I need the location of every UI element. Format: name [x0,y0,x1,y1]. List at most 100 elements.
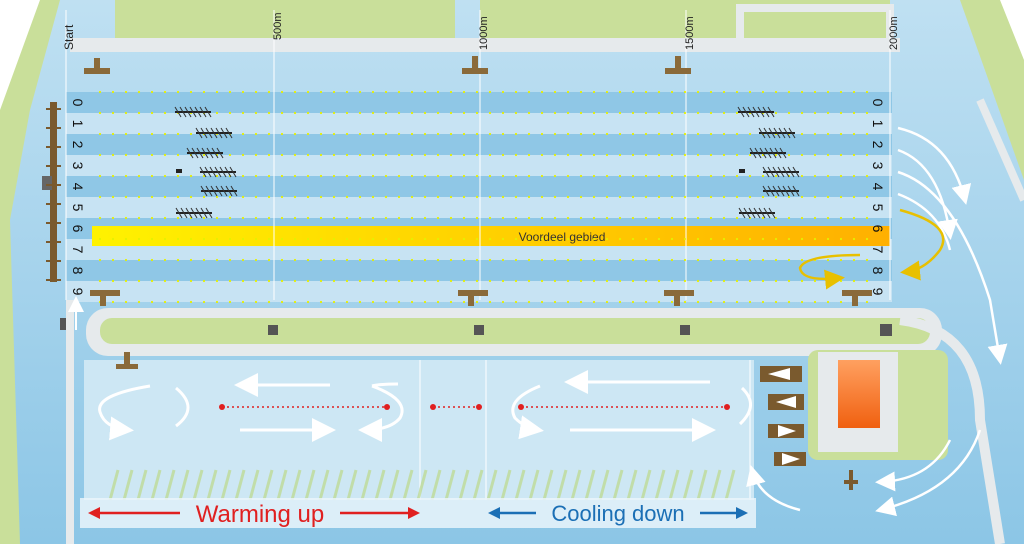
middle-island [100,318,930,344]
buoy [579,279,583,283]
reed [332,469,344,501]
buoy [371,216,375,220]
buoy [280,111,284,115]
buoy [618,132,622,136]
buoy [566,174,570,178]
buoy [514,300,518,304]
buoy [774,195,778,199]
buoy [488,216,492,220]
buoy [111,279,115,283]
buoy [826,237,830,241]
buoy [345,279,349,283]
lane-number-start: 7 [70,246,86,254]
buoy [124,237,128,241]
buoy [332,132,336,136]
buoy [488,153,492,157]
buoy [670,195,674,199]
buoy [514,258,518,262]
buoy [98,216,102,220]
buoy [397,153,401,157]
buoy [345,111,349,115]
buoy [462,300,466,304]
buoy [748,300,752,304]
buoy [98,111,102,115]
buoy [761,300,765,304]
buoy [813,216,817,220]
buoy [189,279,193,283]
buoy [696,111,700,115]
buoy [449,111,453,115]
buoy [371,237,375,241]
lane-number-start: 1 [70,120,86,128]
reed [360,469,372,501]
buoy [644,258,648,262]
buoy [501,300,505,304]
reed [472,469,484,501]
buoy [644,195,648,199]
buoy [709,195,713,199]
buoy [98,279,102,283]
buoy [579,216,583,220]
buoy [592,195,596,199]
buoy [176,195,180,199]
buoy [124,132,128,136]
buoy [527,279,531,283]
warmup-label: Warming up [196,501,324,528]
buoy [605,279,609,283]
buoy [735,195,739,199]
buoy [514,237,518,241]
buoy [696,90,700,94]
buoy [150,195,154,199]
buoy [553,279,557,283]
buoy [618,153,622,157]
buoy [735,132,739,136]
reed [402,469,414,501]
buoy [436,132,440,136]
buoy [319,237,323,241]
buoy [579,195,583,199]
piers-top [84,56,691,74]
buoy [202,195,206,199]
buoy [527,300,531,304]
buoy [644,153,648,157]
reed [640,469,652,501]
buoy [761,174,765,178]
buoy [865,132,869,136]
buoy [267,216,271,220]
buoy [852,174,856,178]
marker-1500m-label: 1500m [684,16,696,50]
rowing-boat [200,185,238,197]
buoy [332,111,336,115]
buoy [306,195,310,199]
piers-bottom [90,290,872,306]
buoy [826,258,830,262]
reed [612,469,624,501]
buoy [254,237,258,241]
buoy [124,216,128,220]
buoy [462,174,466,178]
buoy [527,111,531,115]
reed [444,469,456,501]
advantage-zone-label: Voordeel gebied [519,230,606,244]
buoy [384,279,388,283]
buoy [592,279,596,283]
buoy [657,174,661,178]
buoy [527,90,531,94]
buoy [774,279,778,283]
start-post [46,203,61,205]
buoy [436,216,440,220]
buoy [735,258,739,262]
buoy [631,153,635,157]
rowing-boat [737,106,775,118]
top-island-left [115,0,455,38]
buoy [267,132,271,136]
buoy [488,258,492,262]
buoy [605,216,609,220]
reed [136,469,148,501]
buoy [410,111,414,115]
buoy [644,216,648,220]
reed [164,469,176,501]
buoy [267,195,271,199]
buoy [332,237,336,241]
